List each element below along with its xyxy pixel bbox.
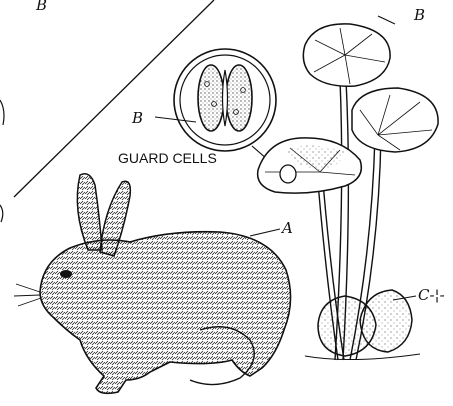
rock-label: C-¦-: [418, 286, 445, 304]
rabbit-ear-back: [77, 174, 102, 250]
rabbit-leader: [250, 229, 280, 236]
guard-cells-magnified: [174, 49, 276, 151]
animal-label: A: [280, 219, 293, 237]
stoma-opening: [223, 70, 228, 126]
rocks: [305, 290, 420, 360]
top-label: B: [35, 0, 47, 14]
guard-cell-label: B: [131, 109, 143, 127]
ground-line: [305, 354, 420, 360]
rock-right: [360, 290, 412, 352]
edge-mark: [0, 100, 4, 125]
rabbit-whiskers: [14, 284, 41, 306]
rabbit-eye: [60, 270, 72, 278]
guard-cell-right: [226, 65, 252, 131]
rabbit-body: [40, 232, 291, 394]
rabbit: [14, 174, 291, 394]
stoma-marker: [280, 165, 296, 183]
guard-cells-caption: GUARD CELLS: [118, 150, 217, 166]
plant-label: B: [413, 6, 425, 24]
edge-mark: [0, 205, 3, 222]
guard-cell-left: [198, 65, 224, 131]
plant-leader: [378, 16, 395, 24]
leaf-right: [352, 88, 438, 152]
